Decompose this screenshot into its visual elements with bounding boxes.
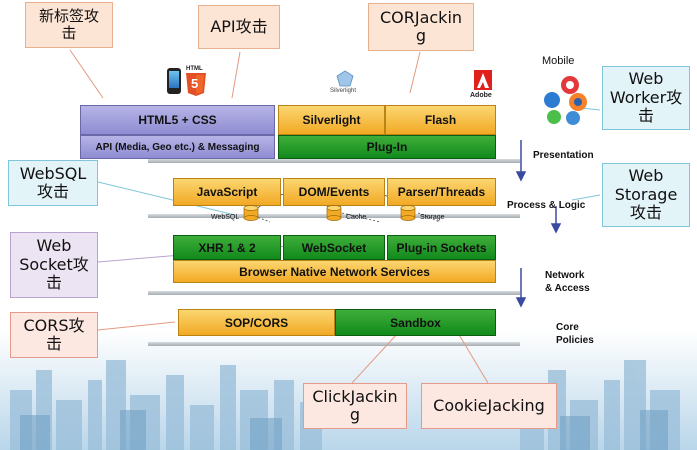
cookiejacking-callout: CookieJacking xyxy=(421,383,557,429)
corjacking-callout: CORJackin g xyxy=(368,3,474,51)
mobile-phone-icon xyxy=(167,68,181,94)
network-access-side-label: Network & Access xyxy=(545,270,590,294)
silverlight-layer: Silverlight xyxy=(278,105,385,135)
websocket-box: WebSocket xyxy=(283,235,385,260)
web-storage-attack-callout: Web Storage 攻击 xyxy=(602,163,690,227)
cache-storage-label: Cache xyxy=(346,214,367,221)
flash-label: Flash xyxy=(424,113,457,127)
dom-events-box: DOM/Events xyxy=(283,178,385,206)
parser-threads-label: Parser/Threads xyxy=(397,185,486,199)
native-network-box: Browser Native Network Services xyxy=(173,260,496,283)
html5-badge-text: HTML xyxy=(186,66,203,72)
javascript-label: JavaScript xyxy=(196,185,258,199)
parser-threads-box: Parser/Threads xyxy=(387,178,496,206)
cors-attack-callout: CORS攻 击 xyxy=(10,312,98,358)
api-messaging-label: API (Media, Geo etc.) & Messaging xyxy=(95,141,260,153)
sandbox-box: Sandbox xyxy=(335,309,496,336)
xhr-label: XHR 1 & 2 xyxy=(198,240,256,255)
adobe-logo-icon: Adobe xyxy=(470,70,496,100)
adobe-logo-text: Adobe xyxy=(470,92,492,99)
native-network-label: Browser Native Network Services xyxy=(239,264,430,279)
core-band xyxy=(148,342,520,346)
xhr-box: XHR 1 & 2 xyxy=(173,235,281,260)
mobile-label: Mobile xyxy=(542,55,575,67)
presentation-band xyxy=(148,159,520,163)
silverlight-logo-text: Silverlight xyxy=(330,88,357,94)
flash-layer: Flash xyxy=(385,105,496,135)
api-attack-callout: API攻击 xyxy=(198,5,280,49)
html5-logo-icon: HTML 5 xyxy=(185,66,207,96)
silverlight-label: Silverlight xyxy=(302,113,361,127)
city-skyline-background xyxy=(0,330,697,450)
plugin-label: Plug-In xyxy=(366,140,408,154)
plugin-sockets-box: Plug-in Sockets xyxy=(387,235,496,260)
silverlight-logo-icon: Silverlight xyxy=(330,70,360,100)
websql-attack-callout: WebSQL 攻击 xyxy=(8,160,98,206)
sandbox-label: Sandbox xyxy=(390,315,441,330)
html5-number-text: 5 xyxy=(191,76,199,91)
network-band xyxy=(148,291,520,295)
html5-css-layer: HTML5 + CSS xyxy=(80,105,275,135)
presentation-side-label: Presentation xyxy=(533,150,594,161)
storage-storage-label: Storage xyxy=(420,214,445,221)
plugin-layer: Plug-In xyxy=(278,135,496,159)
websocket-attack-callout: Web Socket攻 击 xyxy=(10,232,98,298)
process-logic-side-label: Process & Logic xyxy=(507,200,586,211)
plugin-sockets-label: Plug-in Sockets xyxy=(396,240,487,255)
html5-css-label: HTML5 + CSS xyxy=(138,113,217,127)
javascript-box: JavaScript xyxy=(173,178,281,206)
core-policies-side-label: Core Policies xyxy=(556,322,594,346)
websql-storage-label: WebSQL xyxy=(211,214,240,221)
api-messaging-layer: API (Media, Geo etc.) & Messaging xyxy=(80,135,275,159)
storage-cylinder-icon xyxy=(400,205,416,221)
websql-cylinder-icon xyxy=(243,205,259,221)
cache-cylinder-icon xyxy=(326,205,342,221)
clickjacking-callout: ClickJackin g xyxy=(303,383,407,429)
new-tab-attack-callout: 新标签攻 击 xyxy=(25,2,113,48)
web-worker-attack-callout: Web Worker攻 击 xyxy=(602,66,690,130)
sop-cors-box: SOP/CORS xyxy=(178,309,335,336)
dom-events-label: DOM/Events xyxy=(298,185,370,199)
sop-cors-label: SOP/CORS xyxy=(224,315,289,330)
websocket-label: WebSocket xyxy=(301,240,367,255)
browser-logos-icon xyxy=(540,72,590,127)
